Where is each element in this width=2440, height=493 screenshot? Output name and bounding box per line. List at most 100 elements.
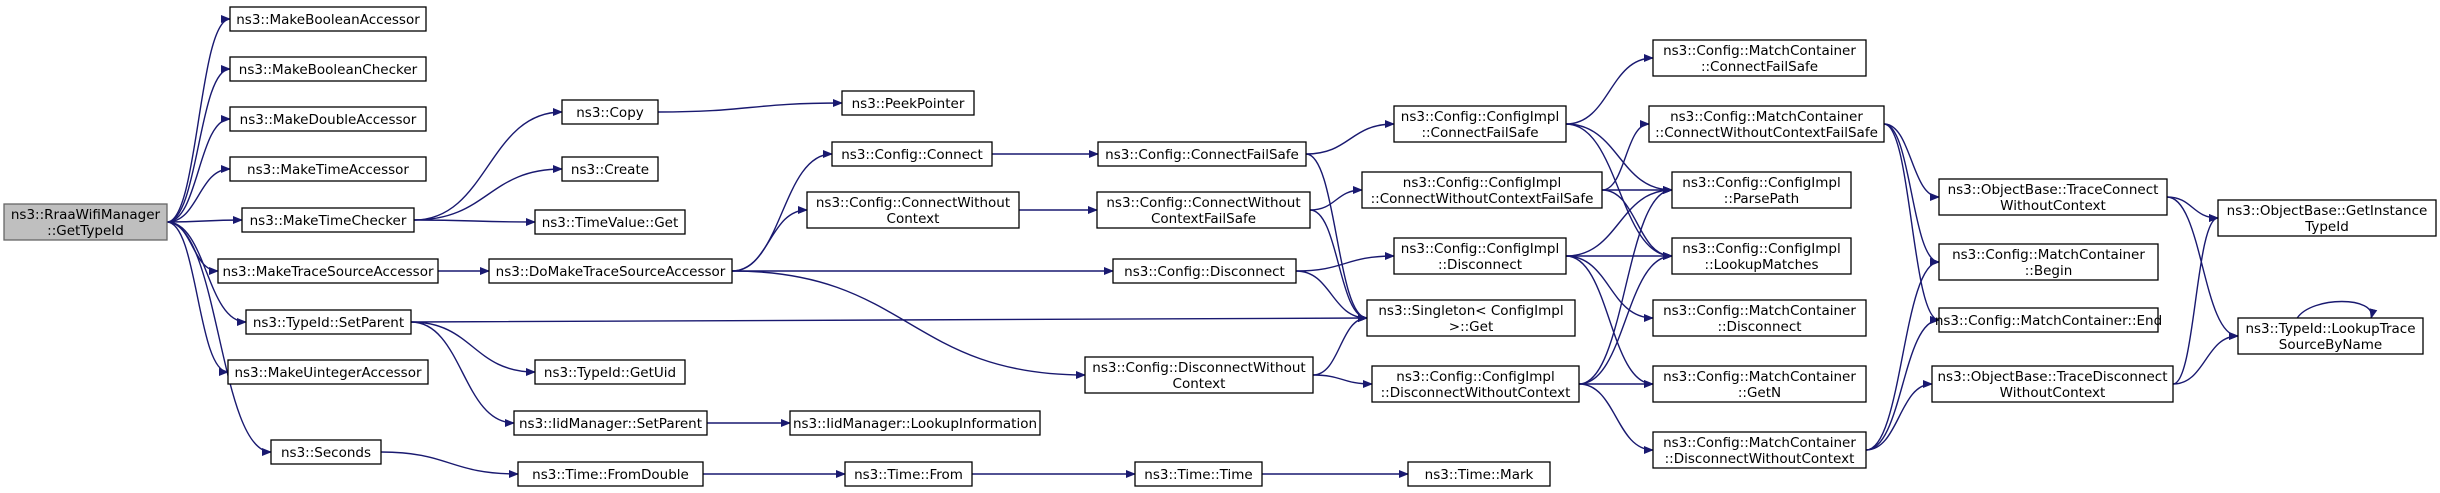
node-label-line: ns3::Config::MatchContainer [1663,43,1856,59]
edge-n0-to-n2 [166,65,231,223]
node-label-line: ns3::IidManager::LookupInformation [793,416,1037,432]
edge-n24-to-n30 [1309,209,1368,322]
edge-n25-to-n29 [1295,252,1395,272]
edge-n43-to-n45 [2172,332,2239,385]
edge-n13-to-n20 [731,270,1086,379]
node-label-line: ns3::MakeBooleanAccessor [236,12,420,28]
node-box [227,359,429,385]
node-ns3-config-configimpl-connectfailsafe[interactable]: ns3::Config::ConfigImpl::ConnectFailSafe [1393,105,1567,143]
node-label-line: ns3::Config::Disconnect [1124,264,1285,280]
node-box [1938,243,2159,281]
node-ns3-objectbase-tracedisconnectwithoutcontext[interactable]: ns3::ObjectBase::TraceDisconnectWithoutC… [1931,365,2174,403]
node-ns3-config-configimpl-lookupmatches[interactable]: ns3::Config::ConfigImpl::LookupMatches [1671,237,1852,275]
node-ns3-makebooleanaccessor[interactable]: ns3::MakeBooleanAccessor [229,6,427,32]
node-ns3-typeid-getuid[interactable]: ns3::TypeId::GetUid [534,359,686,385]
node-box [841,90,975,116]
node-ns3-time-mark[interactable]: ns3::Time::Mark [1407,461,1551,487]
node-ns3-config-connectfailsafe[interactable]: ns3::Config::ConnectFailSafe [1097,141,1307,167]
node-ns3-singleton-configimpl-get[interactable]: ns3::Singleton< ConfigImpl >::Get [1366,299,1576,337]
node-box [1671,237,1852,275]
node-box [229,156,427,182]
node-label-line: ns3::Config::MatchContainer::End [1935,313,2162,329]
node-ns3-config-matchcontainer-getn[interactable]: ns3::Config::MatchContainer::GetN [1652,365,1867,403]
node-label-line: ::Disconnect [1438,257,1522,273]
node-ns3-rraawifimanager-gettypeid[interactable]: ns3::RraaWifiManager::GetTypeId [3,203,168,241]
node-ns3-makedoubleaccessor[interactable]: ns3::MakeDoubleAccessor [229,106,427,132]
node-label-line: ns3::Config::ConfigImpl [1396,369,1554,385]
node-box [270,439,382,465]
edge-n29-to-n38 [1565,255,1654,388]
edge-n29-to-n35 [1565,186,1673,257]
node-label-line: ::Disconnect [1717,319,1801,335]
node-ns3-time-from[interactable]: ns3::Time::From [844,461,973,487]
node-ns3-makebooleanchecker[interactable]: ns3::MakeBooleanChecker [229,56,427,82]
node-box [1371,365,1580,403]
node-box [1097,141,1307,167]
node-ns3-copy[interactable]: ns3::Copy [561,99,659,125]
node-box [534,359,686,385]
node-ns3-config-matchcontainer-disconnectwithoutcontext[interactable]: ns3::Config::MatchContainer::DisconnectW… [1652,431,1867,469]
node-box [1652,431,1867,469]
node-ns3-typeid-setparent[interactable]: ns3::TypeId::SetParent [245,309,412,335]
node-ns3-iidmanager-setparent[interactable]: ns3::IidManager::SetParent [513,410,708,436]
node-ns3-time-time[interactable]: ns3::Time::Time [1134,461,1263,487]
node-ns3-maketimeaccessor[interactable]: ns3::MakeTimeAccessor [229,156,427,182]
edge-n27-to-n33 [1565,54,1654,125]
node-ns3-makeuintegeraccessor[interactable]: ns3::MakeUintegerAccessor [227,359,429,385]
node-ns3-timevalue-get[interactable]: ns3::TimeValue::Get [534,209,686,235]
node-label-line: ns3::MakeTimeChecker [250,213,407,229]
edge-n45-self-loop [2296,300,2378,319]
node-label-line: ns3::TypeId::LookupTrace [2245,321,2415,337]
node-ns3-config-matchcontainer-end[interactable]: ns3::Config::MatchContainer::End [1935,307,2162,333]
node-ns3-create[interactable]: ns3::Create [561,156,659,182]
node-label-line: ns3::Time::Time [1144,467,1252,483]
node-box [229,56,427,82]
node-ns3-objectbase-traceconnectwithoutcontext[interactable]: ns3::ObjectBase::TraceConnectWithoutCont… [1938,178,2168,216]
node-ns3-maketracesourceaccessor[interactable]: ns3::MakeTraceSourceAccessor [217,258,439,284]
node-label-line: ns3::Config::ConfigImpl [1401,109,1559,125]
edge-n0-to-n3 [166,115,231,223]
edge-n28-to-n36 [1601,189,1673,260]
node-ns3-config-configimpl-disconnectwithoutcontext[interactable]: ns3::Config::ConfigImpl::DisconnectWitho… [1371,365,1580,403]
node-ns3-config-disconnectwithoutcontext[interactable]: ns3::Config::DisconnectWithoutContext [1084,356,1314,394]
node-ns3-config-configimpl-disconnect[interactable]: ns3::Config::ConfigImpl::Disconnect [1393,237,1567,275]
node-ns3-config-configimpl-parsepath[interactable]: ns3::Config::ConfigImpl::ParsePath [1671,171,1852,209]
node-ns3-config-matchcontainer-disconnect[interactable]: ns3::Config::MatchContainer::Disconnect [1652,299,1867,337]
node-ns3-time-fromdouble[interactable]: ns3::Time::FromDouble [517,461,704,487]
node-label-line: ns3::MakeUintegerAccessor [234,365,422,381]
node-label-line: ::ConnectWithoutContextFailSafe [1655,125,1878,141]
node-ns3-config-matchcontainer-connectfailsafe[interactable]: ns3::Config::MatchContainer::ConnectFail… [1652,39,1867,77]
edge-n0-to-n4 [166,165,231,223]
node-ns3-config-matchcontainer-connectwithoutcontextfailsafe[interactable]: ns3::Config::MatchContainer::ConnectWith… [1648,105,1885,143]
node-label-line: ns3::Singleton< ConfigImpl [1378,303,1563,319]
call-edges [166,15,2378,478]
edge-n13-to-n19 [731,206,808,272]
node-ns3-config-configimpl-connectwithoutcontextfailsafe[interactable]: ns3::Config::ConfigImpl::ConnectWithoutC… [1361,171,1603,209]
node-ns3-config-connectwithoutcontextfailsafe[interactable]: ns3::Config::ConnectWithoutContextFailSa… [1096,191,1311,229]
edge-n0-to-n1 [166,15,231,223]
node-ns3-iidmanager-lookupinformation[interactable]: ns3::IidManager::LookupInformation [789,410,1041,436]
node-label-line: WithoutContext [2000,198,2106,214]
node-box [229,106,427,132]
node-ns3-peekpointer[interactable]: ns3::PeekPointer [841,90,975,116]
edge-n7-to-n15 [410,321,515,427]
node-ns3-seconds[interactable]: ns3::Seconds [270,439,382,465]
node-ns3-domaketracesourceaccessor[interactable]: ns3::DoMakeTraceSourceAccessor [488,258,733,284]
node-label-line: ns3::ObjectBase::GetInstance [2227,203,2428,219]
node-label-line: ns3::Config::ConfigImpl [1401,241,1559,257]
node-box [1134,461,1263,487]
node-ns3-config-connect[interactable]: ns3::Config::Connect [831,141,993,167]
node-label-line: ns3::RraaWifiManager [11,207,161,223]
edge-n31-to-n39 [1578,383,1654,454]
node-label-line: ns3::ObjectBase::TraceDisconnect [1937,369,2167,385]
node-ns3-config-matchcontainer-begin[interactable]: ns3::Config::MatchContainer::Begin [1938,243,2159,281]
node-ns3-config-connectwithoutcontext[interactable]: ns3::Config::ConnectWithoutContext [806,191,1020,229]
node-box [1112,258,1297,284]
node-ns3-config-disconnect[interactable]: ns3::Config::Disconnect [1112,258,1297,284]
node-label-line: TypeId [2304,219,2349,235]
node-label-line: ns3::Config::ConnectWithout [816,195,1010,211]
node-ns3-maketimechecker[interactable]: ns3::MakeTimeChecker [241,207,415,233]
node-box [2217,199,2437,237]
